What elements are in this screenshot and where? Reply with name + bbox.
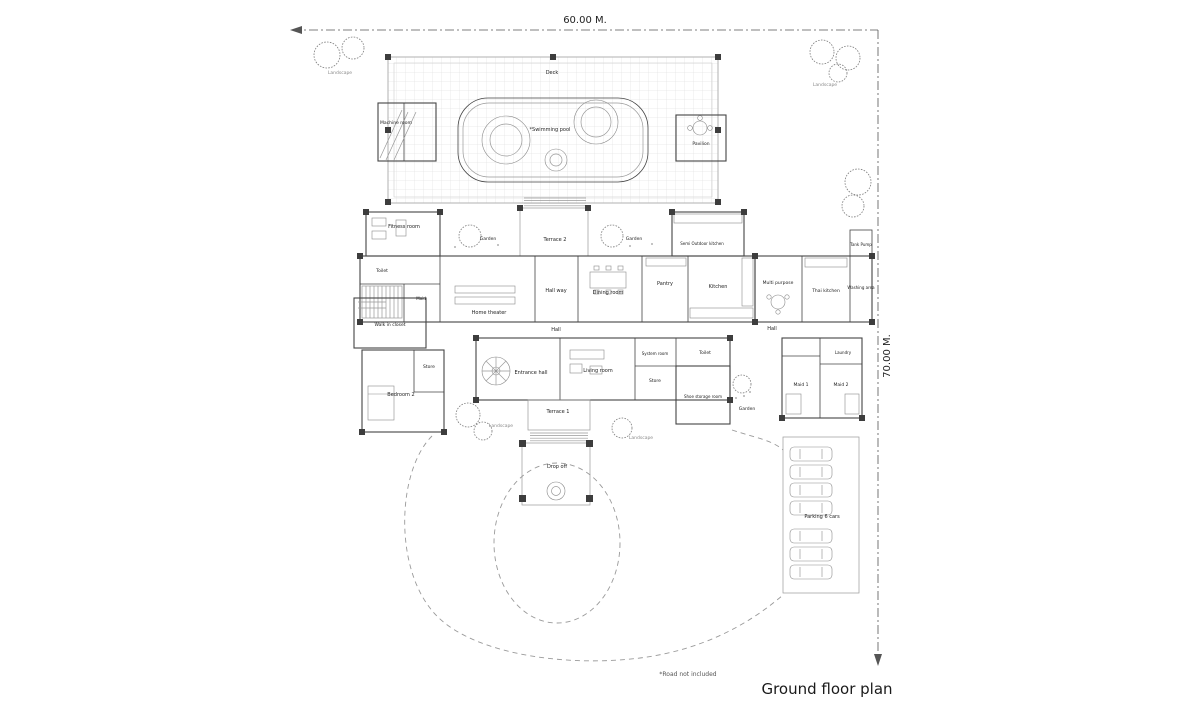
page-title: Ground floor plan	[761, 680, 892, 698]
room-label-toilet-2: Toilet	[698, 350, 711, 356]
room-label-washing-area: Washing area	[847, 285, 875, 290]
room-label-store-2: Store	[649, 378, 661, 384]
room-label-pavilion: Pavilion	[692, 141, 709, 147]
room-label-walk-in-closet: Walk in closet	[374, 322, 405, 328]
room-label-terrace-1: Terrace 1	[546, 409, 570, 415]
label-landscape-1: Landscape	[328, 70, 352, 76]
right-upper-wing	[754, 229, 873, 323]
room-label-dining-room: Dining room	[593, 290, 624, 296]
room-label-garden-3: Garden	[739, 406, 756, 412]
dimension-lines: 60.00 M. 70.00 M.	[290, 15, 893, 666]
dimension-width-label: 60.00 M.	[563, 15, 607, 26]
trees	[313, 36, 872, 441]
room-label-entrance-hall: Entrance hall	[514, 370, 547, 376]
deck-and-pool	[387, 56, 719, 204]
room-label-garden-2: Garden	[626, 236, 643, 242]
road-note: *Road not included	[659, 671, 716, 678]
label-landscape-3: Landscape	[489, 423, 513, 429]
room-label-garden-1: Garden	[480, 236, 497, 242]
room-label-parking: Parking 6 cars	[804, 514, 840, 520]
room-label-multi-purpose: Multi purpose	[763, 280, 794, 286]
room-label-home-theater: Home theater	[472, 310, 508, 316]
room-label-pantry: Pantry	[657, 281, 673, 287]
label-landscape-2: Landscape	[813, 82, 837, 88]
room-label-hall-2: Hall	[767, 326, 777, 332]
maids-wing	[781, 337, 863, 419]
room-label-bedroom-2: Bedroom 2	[387, 392, 414, 398]
room-labels: Deck *Swimming pool Machine room Pavilio…	[328, 70, 875, 520]
room-label-pool: *Swimming pool	[530, 127, 571, 133]
room-label-deck: Deck	[546, 70, 559, 76]
pavilion	[675, 114, 727, 162]
parking-area	[782, 436, 860, 594]
room-label-shoe-storage: Shoe storage room	[684, 394, 722, 399]
central-lower-block	[475, 337, 731, 425]
left-lower-wing	[353, 297, 445, 433]
room-label-store-1: Store	[423, 364, 435, 370]
arrow-left-icon	[290, 26, 302, 34]
room-label-system-room: System room	[642, 351, 669, 356]
upper-terrace-row	[365, 197, 745, 257]
room-label-drop-off: Drop off	[547, 464, 568, 470]
room-label-machine-room: Machine room	[380, 120, 412, 126]
columns	[357, 54, 875, 435]
room-label-maid: Maid	[416, 296, 426, 301]
driveway	[404, 429, 784, 662]
room-label-terrace-2: Terrace 2	[543, 237, 567, 243]
room-label-maid-2: Maid 2	[833, 382, 848, 388]
room-label-semi-outdoor-kitchen: Semi Outdoor kitchen	[680, 241, 724, 246]
room-label-laundry: Laundry	[835, 350, 852, 355]
dimension-height-label: 70.00 M.	[882, 334, 893, 378]
room-label-fitness: Fitness room	[388, 224, 420, 230]
room-label-toilet-1: Toilet	[375, 268, 388, 274]
arrow-down-icon	[874, 654, 882, 666]
room-label-kitchen: Kitchen	[709, 284, 728, 290]
label-landscape-4: Landscape	[629, 435, 653, 441]
cars	[789, 446, 833, 580]
machine-room	[377, 102, 437, 162]
terrace-1-drop-off	[519, 399, 593, 506]
garden-3-area	[732, 374, 752, 399]
room-label-living-room: Living room	[583, 368, 613, 374]
room-label-thai-kitchen: Thai kitchen	[811, 288, 840, 294]
room-label-hall-1: Hall	[551, 327, 561, 333]
room-label-hall-way: Hall way	[545, 288, 566, 294]
room-label-maid-1: Maid 1	[793, 382, 808, 388]
room-label-tank-pump: Tank Pump	[849, 242, 872, 247]
